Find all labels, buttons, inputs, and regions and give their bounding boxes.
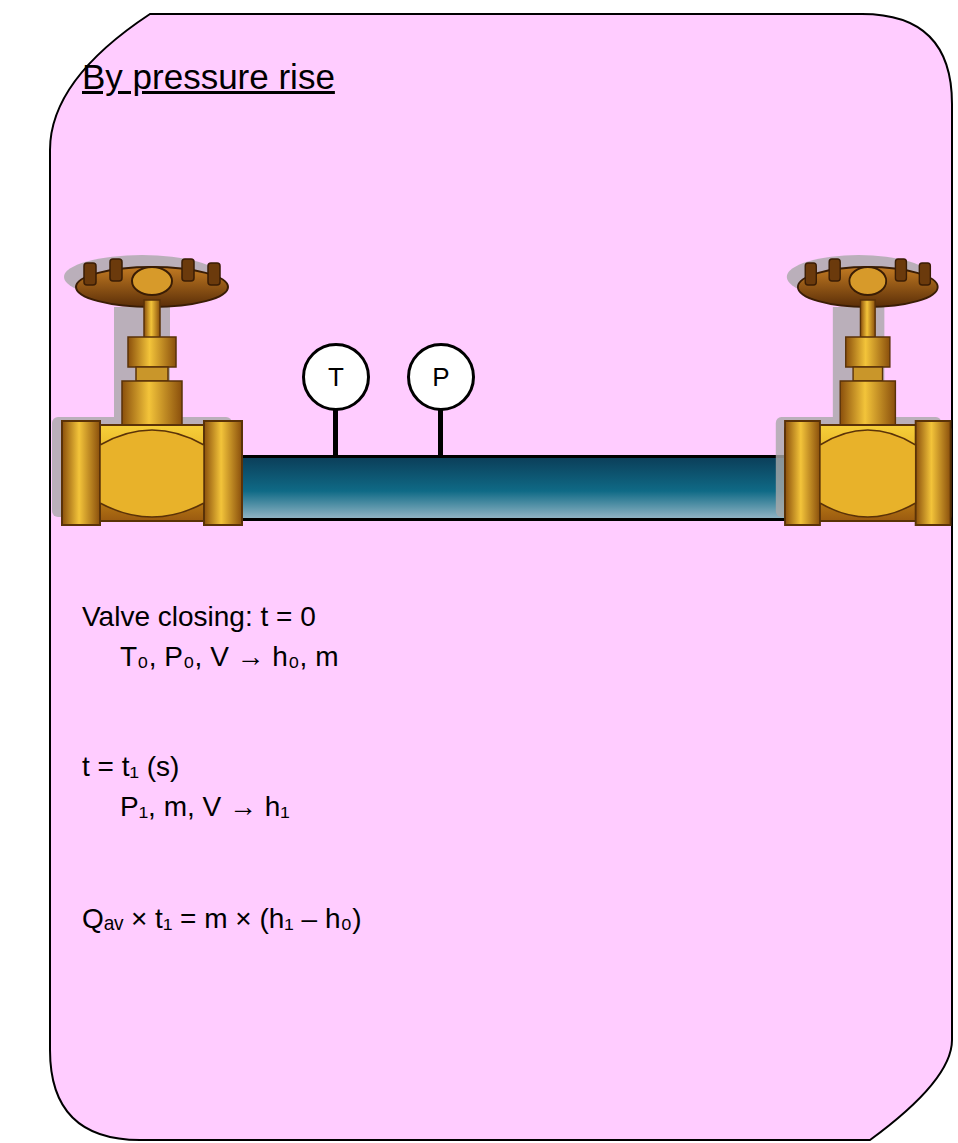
energy-equation: Qₐᵥ × t₁ = m × (h₁ – h₀) [82,902,361,936]
gauge-letter: T [328,364,344,390]
panel [50,14,952,1140]
state-label: t = t₁ (s) [82,750,179,784]
title: By pressure rise [82,56,335,98]
gate-valve [776,255,951,525]
gauge-circle: T [302,343,370,411]
pipe-outline [225,455,795,521]
state-values: P₁, m, V → h₁ [120,790,290,824]
state-label: Valve closing: t = 0 [82,600,316,634]
pipe [225,458,795,518]
gauge-letter: P [432,364,449,390]
state-values: T₀, P₀, V → h₀, m [120,640,338,674]
gauge-stem [333,410,338,458]
gauge-circle: P [407,343,475,411]
gate-valve [52,255,242,525]
gauge-stem [438,410,443,458]
